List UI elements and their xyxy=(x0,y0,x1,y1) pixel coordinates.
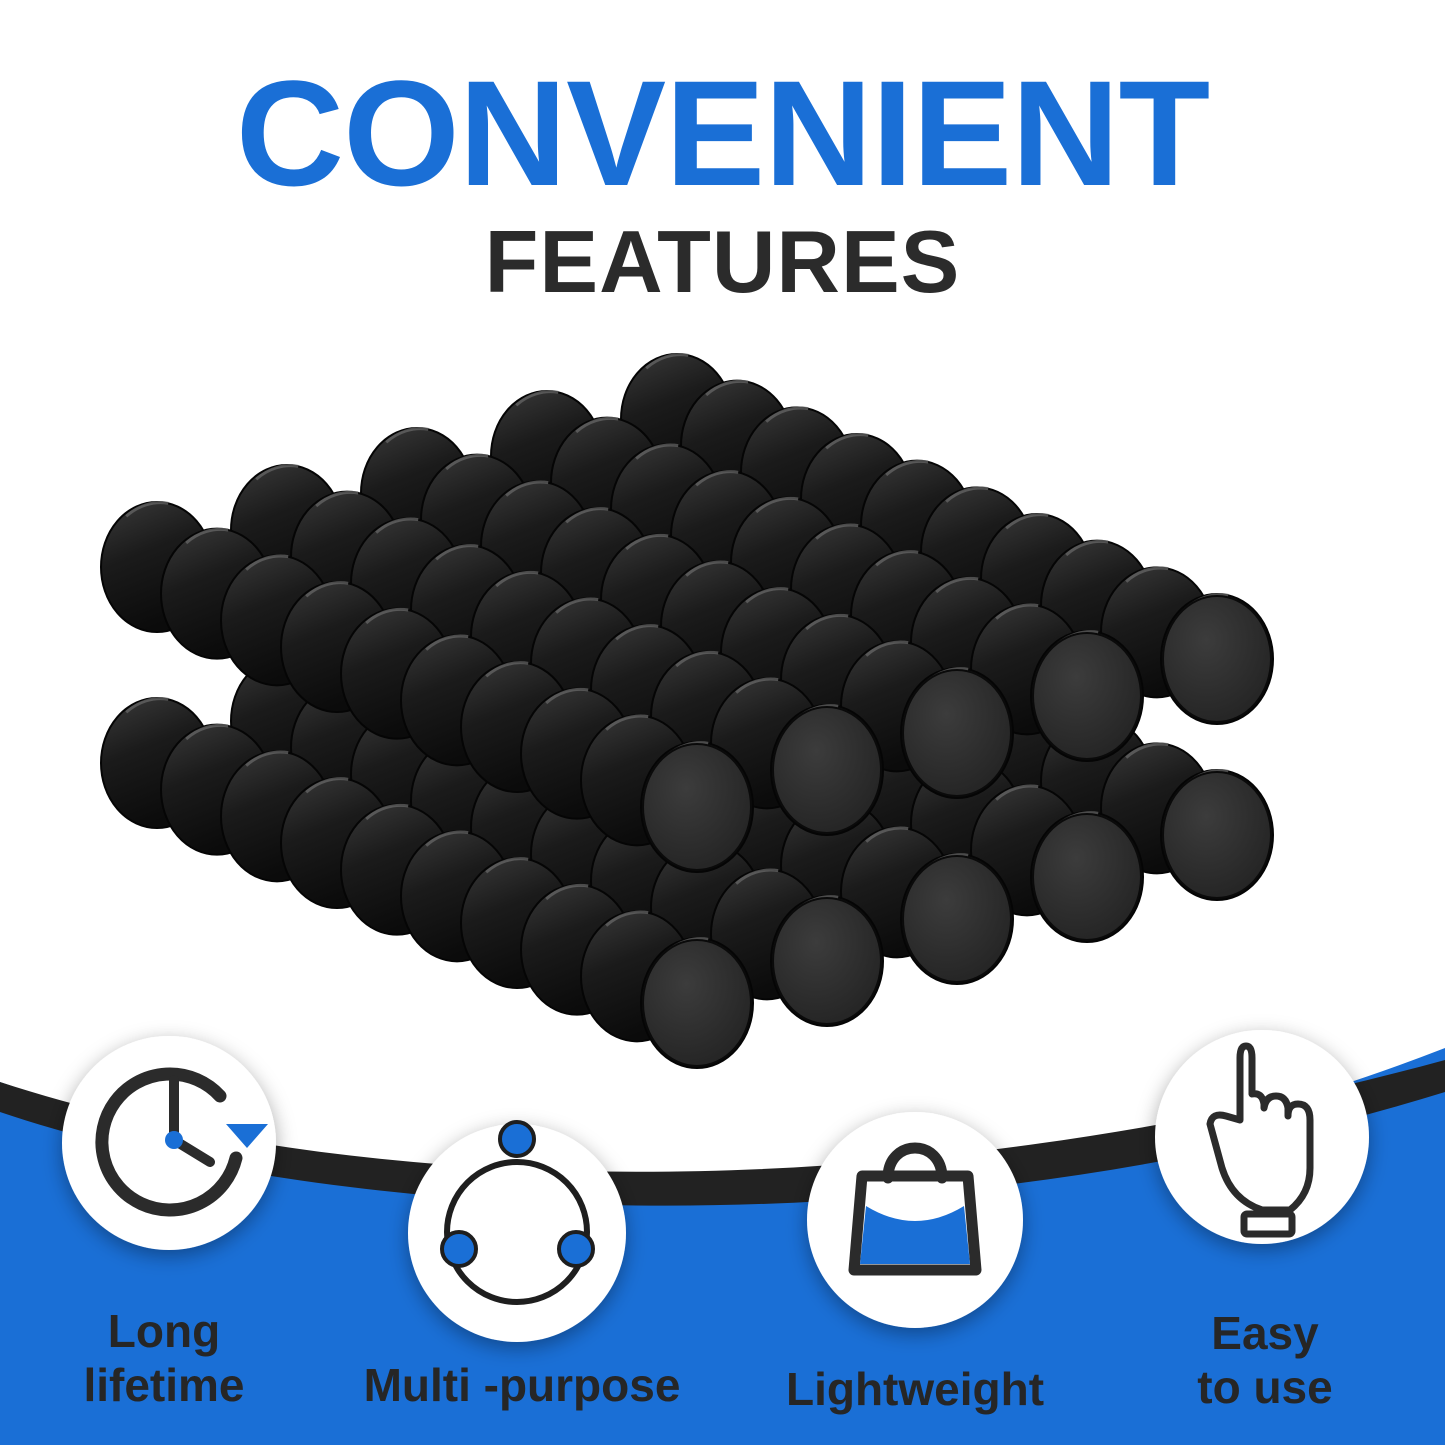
magnet-highlight xyxy=(935,576,979,594)
feature-multi-purpose xyxy=(408,1120,626,1342)
magnet-highlight xyxy=(765,406,809,423)
magnet-highlight xyxy=(995,784,1039,801)
magnet-highlight xyxy=(745,587,789,604)
magnet-column xyxy=(360,427,1014,799)
magnet-highlight xyxy=(865,640,909,657)
magnet-highlight xyxy=(255,464,299,481)
dark-wave-band xyxy=(0,1060,1445,1206)
blue-wave-background xyxy=(0,1048,1445,1445)
magnet-highlight xyxy=(605,714,649,731)
magnet-highlight xyxy=(435,544,479,561)
magnet-highlight xyxy=(445,453,489,471)
magnet-highlight xyxy=(365,803,409,821)
magnet-highlight xyxy=(1065,539,1109,557)
magnet-highlight xyxy=(315,490,359,508)
magnet-highlight xyxy=(1125,566,1169,583)
label-line: Lightweight xyxy=(785,1363,1045,1415)
clock-icon xyxy=(95,1067,268,1217)
magnet-highlight xyxy=(685,560,729,577)
magnet-highlight xyxy=(875,550,919,567)
magnet-highlight xyxy=(125,697,169,714)
label-line: lifetime xyxy=(83,1359,245,1411)
magnet-highlight xyxy=(675,650,719,668)
label-easy-to-use: Easy to use xyxy=(1160,1306,1370,1414)
magnet-highlight xyxy=(555,597,599,614)
magnet-highlight xyxy=(485,857,529,874)
magnet-face xyxy=(902,669,1012,797)
magnet-highlight xyxy=(885,459,929,477)
magnet-face xyxy=(1162,771,1272,899)
magnet-highlight xyxy=(1125,742,1169,759)
magnet-face xyxy=(902,855,1012,983)
label-line: to use xyxy=(1197,1361,1333,1413)
magnet-highlight xyxy=(545,883,589,901)
label-line: Long xyxy=(107,1305,221,1357)
magnet-highlight xyxy=(305,581,349,598)
subheadline: FEATURES xyxy=(484,212,961,311)
magnet-highlight xyxy=(365,607,409,625)
magnet-highlight xyxy=(305,777,349,794)
magnet-highlight xyxy=(865,826,909,843)
magnet-highlight xyxy=(705,379,749,397)
magnet-highlight xyxy=(245,750,289,767)
magnet-highlight xyxy=(615,624,659,641)
magnet-highlight xyxy=(945,486,989,503)
magnet-highlight xyxy=(695,470,739,487)
magnet-highlight xyxy=(185,527,229,545)
magnet-highlight xyxy=(625,533,669,551)
magnet-highlight xyxy=(425,634,469,651)
magnet-highlight xyxy=(575,416,619,434)
magnet-face xyxy=(1032,813,1142,941)
magnet-highlight xyxy=(505,480,549,497)
magnet-highlight xyxy=(815,523,859,540)
magnet-highlight xyxy=(1005,513,1049,530)
magnet-highlight xyxy=(545,687,589,705)
bag-icon xyxy=(848,1142,982,1276)
magnet-highlight xyxy=(495,570,539,588)
magnet-highlight xyxy=(735,677,779,694)
magnet-highlight xyxy=(565,507,609,524)
magnet-highlight xyxy=(805,613,849,631)
magnet-column xyxy=(100,697,754,1069)
magnet-column xyxy=(100,501,754,873)
magnet-face xyxy=(642,939,752,1067)
magnet-highlight xyxy=(735,868,779,885)
feature-lightweight xyxy=(807,1112,1023,1328)
magnet-face xyxy=(772,897,882,1025)
hand-pointer-icon xyxy=(1206,1042,1314,1238)
magnet-highlight xyxy=(755,496,799,514)
feature-long-lifetime xyxy=(62,1036,276,1250)
label-line: Easy xyxy=(1211,1307,1319,1359)
magnet-highlight xyxy=(605,910,649,927)
magnet-highlight xyxy=(515,390,559,407)
magnet-highlight xyxy=(995,603,1039,620)
label-line: Multi -purpose xyxy=(363,1359,681,1411)
label-multi-purpose: Multi -purpose xyxy=(332,1358,712,1412)
magnet-face xyxy=(1032,632,1142,760)
magnet-highlight xyxy=(635,443,679,460)
magnet-face xyxy=(642,743,752,871)
magnet-highlight xyxy=(245,554,289,571)
magnet-highlight xyxy=(125,501,169,518)
label-lightweight: Lightweight xyxy=(750,1362,1080,1416)
magnet-highlight xyxy=(385,427,429,444)
magnet-highlight xyxy=(825,433,869,450)
feature-easy-to-use xyxy=(1155,1030,1369,1244)
magnet-column xyxy=(490,390,1144,762)
network-icon xyxy=(440,1120,595,1305)
magnet-face xyxy=(1162,595,1272,723)
magnet-stack xyxy=(100,353,1274,1069)
headline: CONVENIENT xyxy=(235,49,1210,217)
magnet-highlight xyxy=(485,661,529,678)
label-long-lifetime: Long lifetime xyxy=(64,1304,264,1412)
magnet-highlight xyxy=(375,517,419,534)
magnet-face xyxy=(772,706,882,834)
magnet-highlight xyxy=(425,830,469,847)
magnet-highlight xyxy=(645,353,689,370)
magnet-highlight xyxy=(185,723,229,741)
